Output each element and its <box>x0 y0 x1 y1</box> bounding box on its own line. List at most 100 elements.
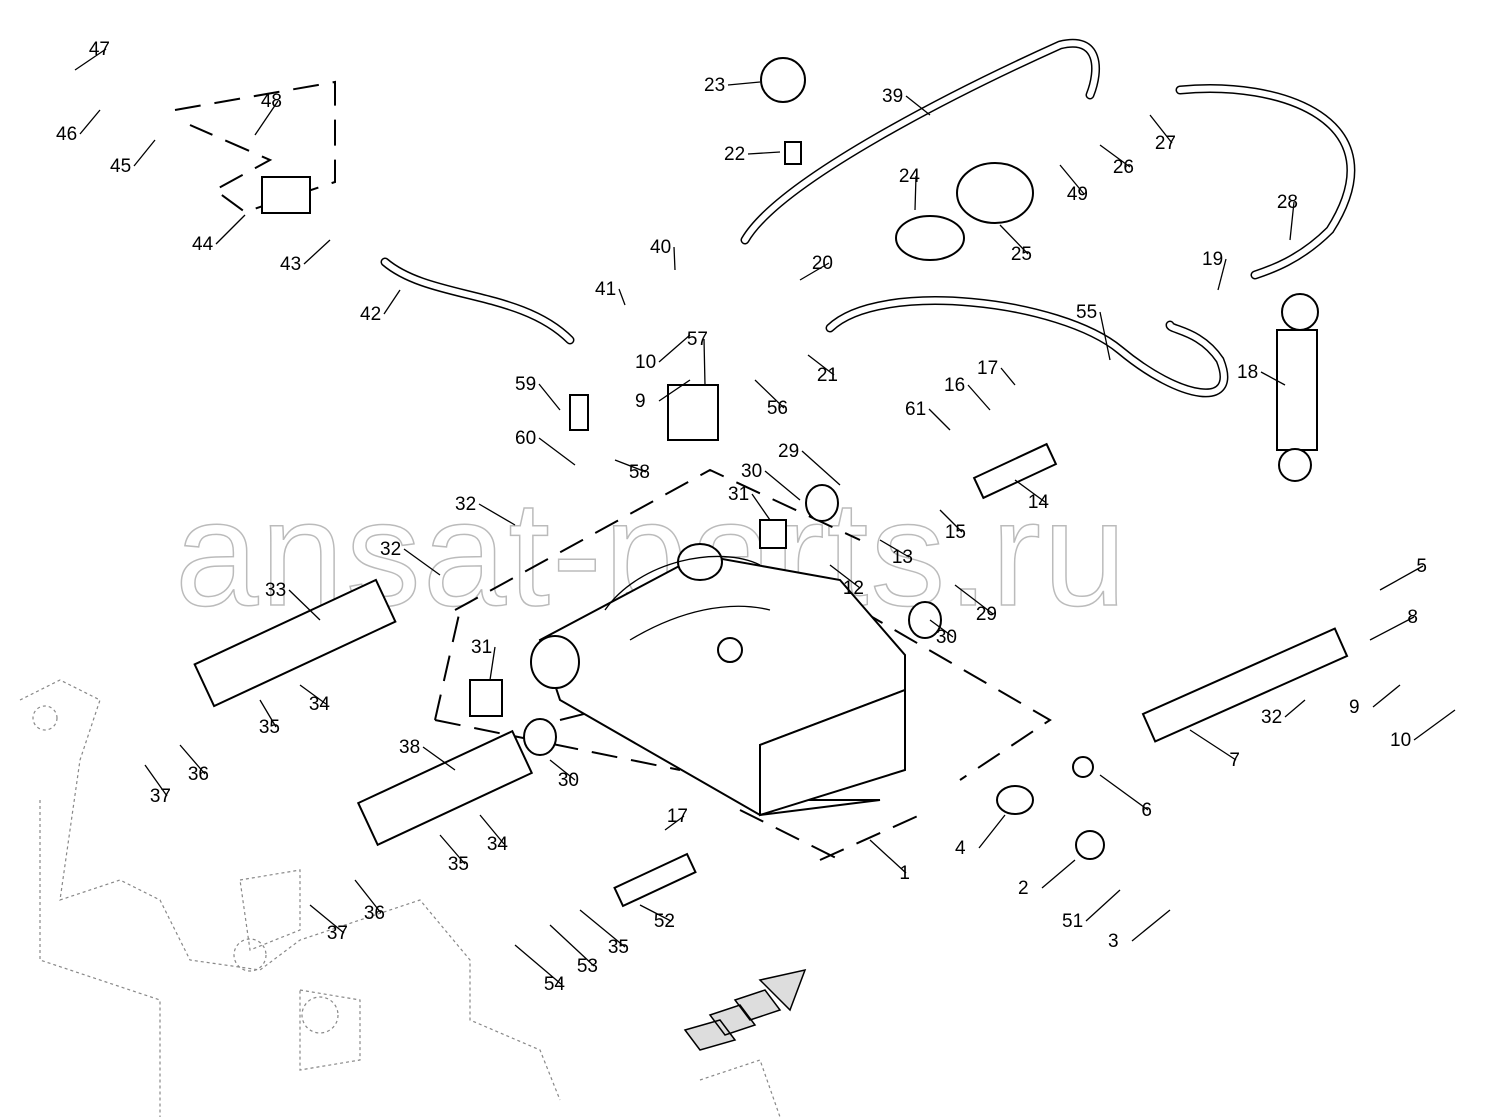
leader-line <box>254 100 279 136</box>
part-number-label: 56 <box>767 398 788 419</box>
part-number-label: 42 <box>360 304 381 325</box>
part-number-label: 5 <box>1416 556 1427 577</box>
leader-line <box>478 503 516 526</box>
part-number-label: 12 <box>843 578 864 599</box>
part-number-label: 35 <box>608 937 629 958</box>
leader-line <box>179 744 206 775</box>
part-number-label: 19 <box>1202 249 1223 270</box>
leader-line <box>1041 859 1076 889</box>
leader-line <box>727 81 761 86</box>
part-number-label: 9 <box>1349 697 1360 718</box>
part-number-label: 36 <box>364 903 385 924</box>
direction-arrows <box>683 968 807 1051</box>
part-number-label: 53 <box>577 956 598 977</box>
part-number-label: 58 <box>629 462 650 483</box>
part-number-label: 22 <box>724 144 745 165</box>
part-number-label: 55 <box>1076 302 1097 323</box>
leader-line <box>1189 729 1237 761</box>
part-number-label: 59 <box>515 374 536 395</box>
leader-line <box>801 450 841 486</box>
part-number-label: 30 <box>741 461 762 482</box>
leader-line <box>303 239 331 265</box>
part-number-label: 25 <box>1011 244 1032 265</box>
part-number-label: 17 <box>977 358 998 379</box>
part-number-label: 52 <box>654 911 675 932</box>
leader-line <box>144 764 168 797</box>
leader-line <box>673 246 676 271</box>
part-number-label: 7 <box>1229 750 1240 771</box>
part-number-label: 48 <box>261 91 282 112</box>
leader-line <box>1260 371 1286 386</box>
leader-line <box>967 384 991 411</box>
leader-line <box>579 909 626 948</box>
leader-line <box>614 459 647 473</box>
part-number-label: 49 <box>1067 184 1088 205</box>
part-number-label: 36 <box>188 764 209 785</box>
leader-line <box>74 48 107 71</box>
part-number-label: 33 <box>265 580 286 601</box>
part-number-label: 18 <box>1237 362 1258 383</box>
part-number-label: 24 <box>899 166 921 187</box>
leader-line <box>618 288 626 306</box>
leader-line <box>288 589 321 621</box>
leader-line <box>354 879 382 914</box>
part-number-label: 13 <box>892 547 913 568</box>
leader-line <box>999 224 1029 255</box>
leader-line <box>549 759 576 781</box>
part-number-label: 3 <box>1108 931 1119 952</box>
leader-line <box>538 437 576 466</box>
part-number-label: 32 <box>380 539 401 560</box>
leader-line <box>829 564 861 589</box>
part-number-label: 47 <box>89 39 110 60</box>
leader-line <box>1099 311 1111 361</box>
part-number-label: 16 <box>944 375 965 396</box>
part-number-label: 26 <box>1113 157 1134 178</box>
leader-line <box>928 408 951 431</box>
leader-line <box>658 334 691 363</box>
leader-line <box>764 470 801 501</box>
leader-line <box>215 214 246 245</box>
leader-line <box>1149 114 1173 144</box>
leader-line <box>747 151 781 155</box>
leader-line <box>1284 699 1306 718</box>
leader-line <box>1014 479 1046 503</box>
part-number-labels: 4746454844434241401057959605823223924252… <box>56 39 1427 995</box>
leader-line <box>1099 144 1131 168</box>
part-number-label: 14 <box>1028 492 1050 513</box>
leader-line <box>914 175 917 211</box>
leader-line <box>879 539 910 558</box>
leader-line <box>929 619 954 638</box>
part-number-label: 37 <box>150 786 171 807</box>
leader-line <box>259 699 277 728</box>
part-number-label: 61 <box>905 399 926 420</box>
leader-line <box>79 109 101 135</box>
part-number-label: 2 <box>1018 878 1029 899</box>
part-number-label: 10 <box>635 352 656 373</box>
part-number-label: 30 <box>936 627 957 648</box>
leader-line <box>751 493 771 521</box>
part-number-label: 6 <box>1141 800 1152 821</box>
leader-line <box>299 684 327 705</box>
part-number-label: 21 <box>817 365 838 386</box>
part-number-label: 57 <box>687 329 708 350</box>
part-number-label: 29 <box>976 604 997 625</box>
part-number-label: 29 <box>778 441 799 462</box>
part-number-label: 28 <box>1277 192 1298 213</box>
part-number-label: 9 <box>635 391 646 412</box>
part-number-label: 4 <box>955 838 966 859</box>
part-number-label: 15 <box>945 522 966 543</box>
part-number-label: 35 <box>259 717 280 738</box>
part-number-label: 32 <box>1261 707 1282 728</box>
part-number-label: 51 <box>1062 911 1083 932</box>
leader-line <box>639 904 672 922</box>
part-number-label: 43 <box>280 254 301 275</box>
leader-line <box>479 814 505 845</box>
leader-line <box>1085 889 1121 922</box>
leader-line <box>1000 367 1016 386</box>
part-number-label: 46 <box>56 124 77 145</box>
part-number-label: 20 <box>812 253 833 274</box>
part-number-label: 41 <box>595 279 616 300</box>
hoses <box>380 38 1356 398</box>
leader-line <box>664 815 685 831</box>
leader-line <box>1131 909 1171 942</box>
